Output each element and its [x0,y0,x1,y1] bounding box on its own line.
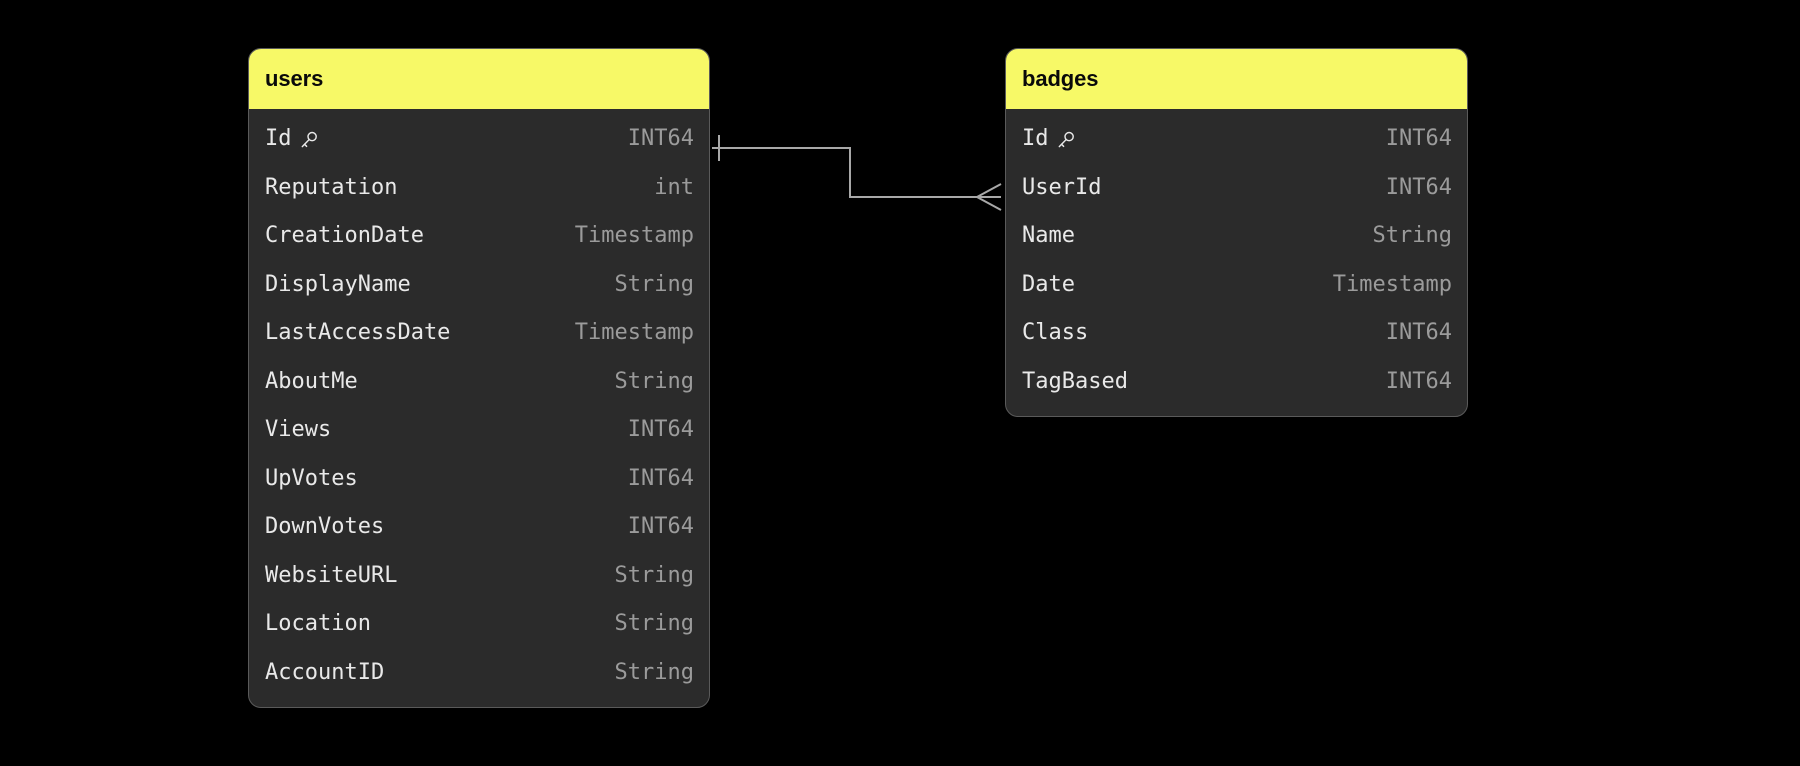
column-name-cell: Name [1022,225,1075,247]
column-row[interactable]: UserId INT64 [1006,164,1467,213]
column-type: INT64 [1385,174,1452,200]
table-title: users [265,66,324,91]
column-row[interactable]: WebsiteURL String [249,552,709,601]
column-type: INT64 [627,126,694,152]
column-name: Location [265,611,371,637]
column-row[interactable]: TagBased INT64 [1006,358,1467,407]
column-row[interactable]: CreationDate Timestamp [249,212,709,261]
column-name-cell: Location [265,613,371,635]
column-row[interactable]: DownVotes INT64 [249,503,709,552]
column-name-cell: Date [1022,271,1075,297]
column-row[interactable]: Class INT64 [1006,309,1467,358]
column-name: WebsiteURL [265,562,398,588]
column-name-cell: AccountID [265,659,385,685]
column-type: int [654,174,694,200]
column-name: LastAccessDate [265,320,451,346]
column-name: Views [265,417,332,443]
column-name: Id [1022,126,1049,152]
column-name-cell: CreationDate [265,225,424,247]
column-type: INT64 [627,514,694,540]
column-name-cell: TagBased [1022,368,1128,394]
column-type: String [1372,223,1452,249]
column-row[interactable]: DisplayName String [249,261,709,310]
column-type: String [614,562,694,588]
column-row[interactable]: UpVotes INT64 [249,455,709,504]
column-row[interactable]: AccountID String [249,649,709,698]
column-row[interactable]: Date Timestamp [1006,261,1467,310]
column-name: Date [1022,271,1075,297]
column-name: TagBased [1022,368,1128,394]
column-row[interactable]: Id INT64 [1006,115,1467,164]
column-name: DisplayName [265,271,411,297]
column-name: CreationDate [265,223,424,249]
column-name: UpVotes [265,465,358,491]
column-name: Name [1022,223,1075,249]
column-row[interactable]: AboutMe String [249,358,709,407]
column-type: INT64 [627,465,694,491]
column-name: Class [1022,320,1089,346]
column-type: String [614,271,694,297]
column-name-cell: UpVotes [265,465,358,491]
table-title: badges [1022,66,1099,91]
key-icon [299,130,319,150]
column-name-cell: DisplayName [265,271,411,297]
column-row[interactable]: Name String [1006,212,1467,261]
key-icon [1056,130,1076,150]
column-name-cell: AboutMe [265,368,358,394]
column-type: Timestamp [574,223,694,249]
column-type: String [614,659,694,685]
column-name-cell: Id [1022,128,1076,150]
column-name: Id [265,126,292,152]
column-row[interactable]: Id INT64 [249,115,709,164]
column-type: String [614,611,694,637]
column-name-cell: Views [265,419,331,441]
column-type: Timestamp [1332,271,1452,297]
column-row[interactable]: Location String [249,600,709,649]
column-type: String [614,368,694,394]
column-type: INT64 [1385,126,1452,152]
column-row[interactable]: Reputation int [249,164,709,213]
column-name-cell: LastAccessDate [265,322,450,344]
column-name-cell: Id [265,128,319,150]
relation-line [712,147,989,198]
column-name-cell: WebsiteURL [265,562,398,588]
column-row[interactable]: LastAccessDate Timestamp [249,309,709,358]
table-header-users[interactable]: users [249,49,709,109]
table-header-badges[interactable]: badges [1006,49,1467,109]
column-name: AccountID [265,659,385,685]
column-name: DownVotes [265,514,385,540]
relation-users-id-to-badges-userid [712,135,1002,211]
column-name-cell: DownVotes [265,516,384,538]
column-name-cell: Reputation [265,174,398,200]
column-name: UserId [1022,174,1102,200]
column-row[interactable]: Views INT64 [249,406,709,455]
column-type: Timestamp [574,320,694,346]
cardinality-many-marker [974,183,1002,211]
column-name: AboutMe [265,368,358,394]
column-name-cell: Class [1022,322,1088,344]
column-type: INT64 [1385,320,1452,346]
column-name: Reputation [265,174,398,200]
column-type: INT64 [627,417,694,443]
column-name-cell: UserId [1022,174,1102,200]
column-type: INT64 [1385,368,1452,394]
